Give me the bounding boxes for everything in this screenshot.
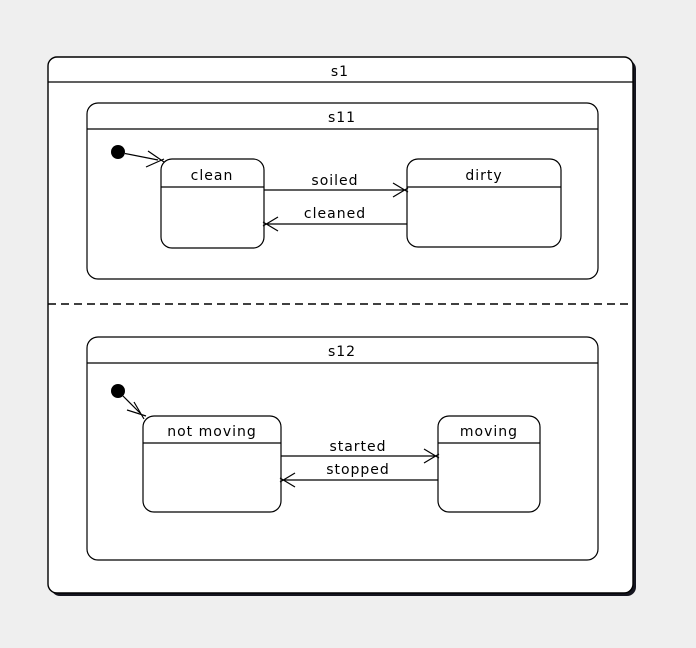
transition-cleaned-label: cleaned <box>304 206 366 222</box>
state-moving-label: moving <box>460 424 518 440</box>
state-moving-body <box>437 415 541 513</box>
initial-transition-line <box>124 152 159 161</box>
state-not-moving-body <box>142 415 282 513</box>
transition-stopped: stopped <box>279 462 438 488</box>
transition-cleaned: cleaned <box>262 206 407 232</box>
arrowhead-wing <box>423 448 440 459</box>
transition-started: started <box>281 439 440 464</box>
arrowhead-wing <box>423 453 440 464</box>
arrowhead-wing <box>262 221 279 232</box>
transition-stopped-label: stopped <box>326 462 390 478</box>
state-not-moving-label: not moving <box>167 424 257 440</box>
state-moving: moving <box>437 415 541 513</box>
region-1: s11 clean dirty <box>86 102 599 280</box>
arrowhead-wing <box>279 477 296 488</box>
state-dirty-body <box>406 158 562 248</box>
initial-state-dot <box>111 145 125 159</box>
arrowhead-wing <box>392 182 409 193</box>
state-s1-label: s1 <box>331 64 349 80</box>
state-clean: clean <box>160 158 265 249</box>
state-clean-label: clean <box>191 168 234 184</box>
arrowhead-wing <box>145 158 165 168</box>
transition-soiled-label: soiled <box>311 173 358 189</box>
state-s12-label: s12 <box>328 344 356 360</box>
region-2: s12 not moving moving <box>86 336 599 561</box>
state-not-moving: not moving <box>142 415 282 513</box>
initial-pseudostate-s12 <box>111 384 147 420</box>
arrowhead-wing <box>126 409 147 417</box>
arrowhead-wing <box>262 216 279 227</box>
initial-pseudostate-s11 <box>111 145 165 168</box>
state-clean-body <box>160 158 265 249</box>
initial-transition-line <box>122 395 141 414</box>
initial-state-dot <box>111 384 125 398</box>
transition-soiled: soiled <box>264 173 409 198</box>
state-dirty: dirty <box>406 158 562 248</box>
transition-started-label: started <box>329 439 386 455</box>
state-s11-label: s11 <box>328 110 356 126</box>
arrowhead-wing <box>279 472 296 483</box>
state-dirty-label: dirty <box>465 168 502 184</box>
arrowhead-wing <box>133 401 145 420</box>
arrowhead-wing <box>392 187 409 198</box>
